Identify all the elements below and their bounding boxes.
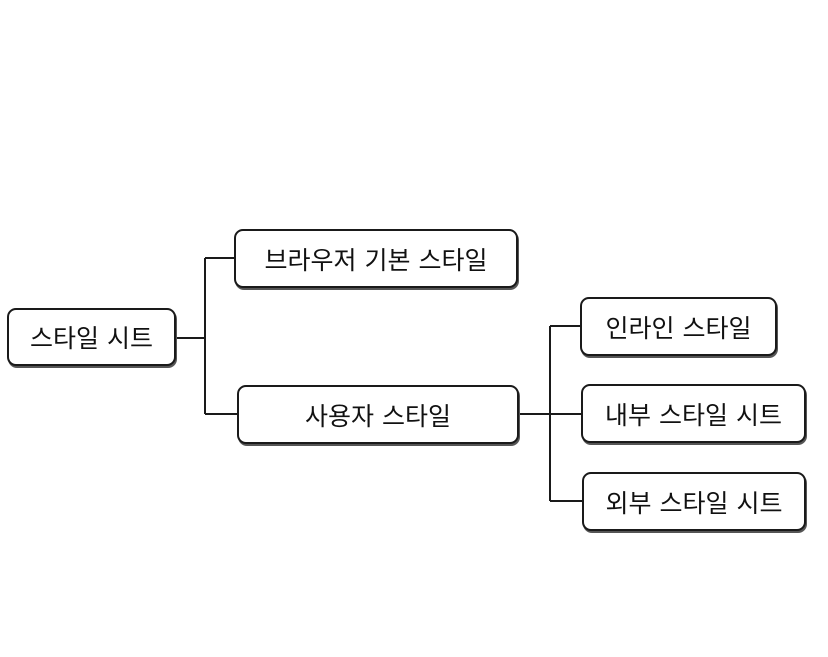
node-browser-default-style-label: 브라우저 기본 스타일 — [264, 245, 488, 275]
node-internal-stylesheet-label: 내부 스타일 시트 — [605, 400, 782, 430]
node-internal-stylesheet: 내부 스타일 시트 — [581, 384, 806, 443]
node-stylesheet-label: 스타일 시트 — [30, 324, 153, 353]
node-inline-style-label: 인라인 스타일 — [605, 313, 752, 343]
node-browser-default-style: 브라우저 기본 스타일 — [234, 229, 518, 288]
node-user-style-label: 사용자 스타일 — [305, 401, 451, 431]
node-inline-style: 인라인 스타일 — [580, 297, 777, 356]
node-user-style: 사용자 스타일 — [237, 385, 519, 444]
node-external-stylesheet-label: 외부 스타일 시트 — [605, 488, 783, 518]
node-external-stylesheet: 외부 스타일 시트 — [582, 472, 806, 531]
node-stylesheet: 스타일 시트 — [7, 308, 176, 366]
